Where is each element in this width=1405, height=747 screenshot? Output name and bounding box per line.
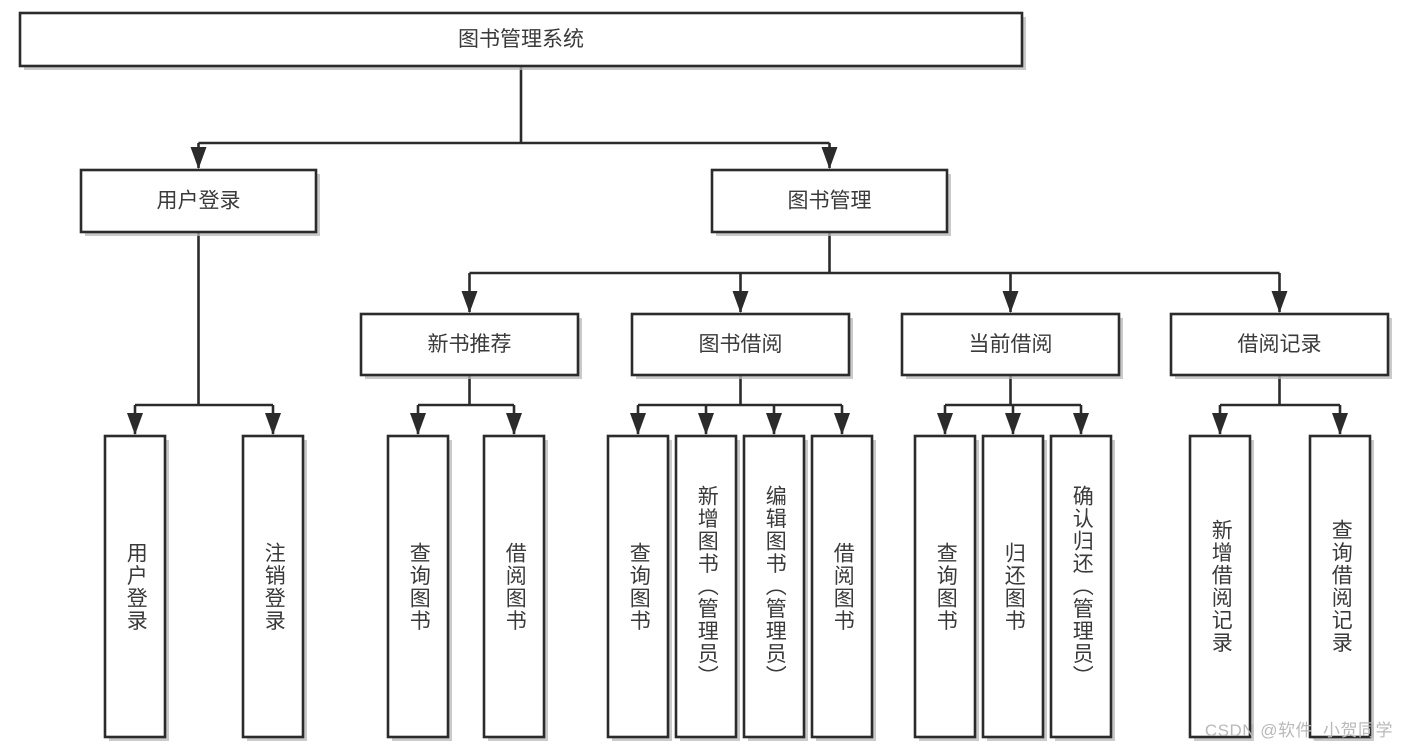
arrow-head-icon — [834, 413, 850, 435]
arrow-head-icon — [265, 413, 281, 435]
node-level2-label-1: 图书管理 — [788, 190, 872, 213]
node-level3-1[interactable] — [630, 312, 853, 379]
node-leaf-12[interactable] — [1308, 434, 1374, 741]
arrow-head-icon — [1271, 291, 1288, 313]
node-level2-0[interactable] — [79, 168, 320, 236]
arrow-head-icon — [821, 147, 838, 169]
arrow-head-icon — [1005, 413, 1021, 435]
node-level3-3[interactable] — [1169, 312, 1392, 379]
arrow-head-icon — [630, 413, 646, 435]
node-leaf-4[interactable] — [606, 434, 672, 741]
node-leaf-2[interactable] — [386, 434, 452, 741]
arrow-head-icon — [506, 413, 522, 435]
arrow-head-icon — [1212, 413, 1228, 435]
node-leaf-5[interactable] — [674, 434, 740, 741]
node-leaf-8[interactable] — [913, 434, 979, 741]
arrow-head-icon — [461, 291, 478, 313]
node-level2-label-0: 用户登录 — [157, 190, 241, 213]
node-leaf-1[interactable] — [241, 434, 307, 741]
node-level3-0[interactable] — [359, 312, 582, 379]
node-leaf-11[interactable] — [1188, 434, 1254, 741]
arrow-head-icon — [1332, 413, 1348, 435]
node-leaf-10[interactable] — [1049, 434, 1115, 741]
arrow-head-icon — [766, 413, 782, 435]
node-level3-2[interactable] — [900, 312, 1123, 379]
watermark: CSDN @软件_小贺同学 — [1204, 721, 1393, 740]
arrow-head-icon — [1073, 413, 1089, 435]
node-leaf-9[interactable] — [981, 434, 1047, 741]
arrow-head-icon — [937, 413, 953, 435]
arrow-head-icon — [698, 413, 714, 435]
node-level3-label-2: 当前借阅 — [969, 333, 1053, 356]
node-level3-label-1: 图书借阅 — [699, 333, 783, 356]
node-leaf-0[interactable] — [103, 434, 169, 741]
connector-layer — [127, 66, 1348, 435]
arrow-head-icon — [1002, 291, 1019, 313]
arrow-head-icon — [732, 291, 749, 313]
node-level3-label-0: 新书推荐 — [428, 333, 512, 356]
arrow-head-icon — [127, 413, 143, 435]
box-layer — [18, 11, 1392, 741]
node-root[interactable] — [18, 11, 1026, 70]
node-leaf-7[interactable] — [810, 434, 876, 741]
node-leaf-6[interactable] — [742, 434, 808, 741]
arrow-head-icon — [190, 147, 207, 169]
arrow-head-icon — [410, 413, 426, 435]
node-level2-1[interactable] — [710, 168, 951, 236]
node-root-label: 图书管理系统 — [458, 28, 584, 51]
node-level3-label-3: 借阅记录 — [1238, 333, 1322, 356]
node-leaf-3[interactable] — [482, 434, 548, 741]
